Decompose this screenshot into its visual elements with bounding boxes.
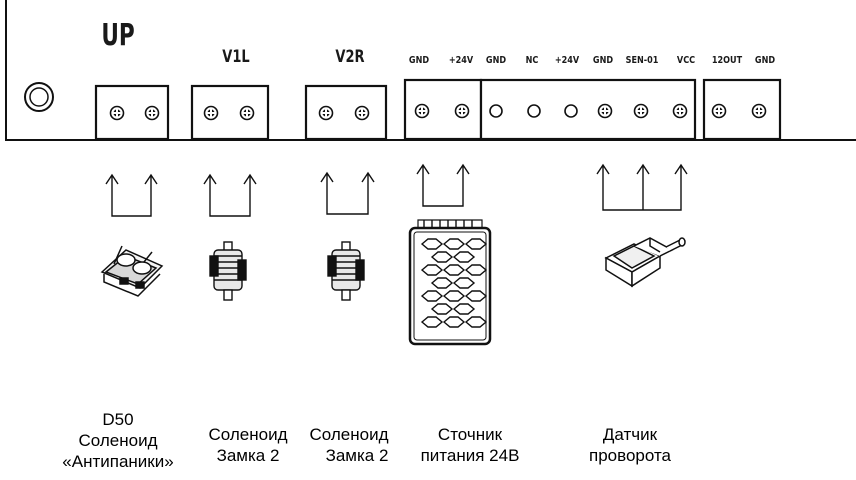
caption-line: Замка 2 <box>216 446 280 465</box>
sensor-vcc-terminal <box>672 103 688 119</box>
caption-line: Соленоид <box>78 431 158 450</box>
out12-gnd-terminal <box>751 103 767 119</box>
gnd-label-4: GND <box>754 55 776 66</box>
solenoid-coil-icon <box>209 241 247 301</box>
sensor-gnd2-terminal <box>597 103 613 119</box>
sen01-label: SEN-01 <box>625 55 659 66</box>
mounting-hole-icon <box>24 82 54 112</box>
up-connector <box>94 84 170 141</box>
v2r-wiring-arrows <box>320 172 375 215</box>
solenoid-antipanic-icon <box>100 245 164 297</box>
caption-lock-solenoid-left: Соленоид Замка 2 <box>209 424 288 466</box>
caption-line: «Антипаники» <box>62 452 174 471</box>
caption-line: питания 24В <box>420 446 520 465</box>
caption-line: Сточник <box>437 425 503 444</box>
up-wiring-arrows <box>105 174 158 217</box>
sensor-wiring-arrows <box>596 164 688 211</box>
power-24v-terminal <box>454 103 470 119</box>
out12-connector <box>702 78 782 141</box>
gnd-label-1: GND <box>408 55 430 66</box>
plus24v-label-2: +24V <box>554 55 580 66</box>
v1l-terminal-2 <box>239 105 255 121</box>
caption-lock-solenoid-right: Соленоид Замка 2 <box>310 424 389 466</box>
v2r-terminal-1 <box>318 105 334 121</box>
caption-line: Соленоид <box>208 425 288 444</box>
v1l-label: V1L <box>222 47 250 67</box>
plus24v-label-1: +24V <box>448 55 474 66</box>
power-gnd-terminal <box>414 103 430 119</box>
nc-label: NC <box>525 55 539 66</box>
rotation-sensor-icon <box>604 237 686 288</box>
power-wiring-arrows <box>416 164 470 207</box>
sensor-gnd-terminal <box>489 104 503 118</box>
up-terminal-1 <box>109 105 125 121</box>
v1l-wiring-arrows <box>203 174 257 217</box>
v2r-terminal-2 <box>354 105 370 121</box>
power-connector <box>403 78 483 141</box>
power-supply-icon <box>408 219 492 346</box>
sensor-nc-terminal <box>527 104 541 118</box>
v1l-connector <box>190 84 270 141</box>
sensor-connector <box>479 78 697 141</box>
up-terminal-2 <box>144 105 160 121</box>
v1l-terminal-1 <box>203 105 219 121</box>
gnd-label-3: GND <box>592 55 614 66</box>
caption-power-supply: Сточник питания 24В <box>421 424 520 466</box>
vcc-label: VCC <box>676 55 696 66</box>
sensor-24v-terminal <box>564 104 578 118</box>
caption-rotation-sensor: Датчик проворота <box>589 424 671 466</box>
caption-line: Соленоид <box>309 425 389 444</box>
caption-d50-solenoid: D50 Соленоид «Антипаники» <box>62 409 173 472</box>
sensor-sen01-terminal <box>633 103 649 119</box>
v2r-connector <box>304 84 388 141</box>
12out-label: 12OUT <box>711 55 743 66</box>
caption-line: D50 <box>102 410 134 429</box>
caption-line: Замка 2 <box>325 446 389 465</box>
solenoid-coil-icon <box>327 241 365 301</box>
up-label: UP <box>101 18 135 53</box>
gnd-label-2: GND <box>485 55 507 66</box>
out12-terminal <box>711 103 727 119</box>
caption-line: Датчик <box>602 425 658 444</box>
v2r-label: V2R <box>335 47 365 67</box>
caption-line: проворота <box>589 446 671 465</box>
